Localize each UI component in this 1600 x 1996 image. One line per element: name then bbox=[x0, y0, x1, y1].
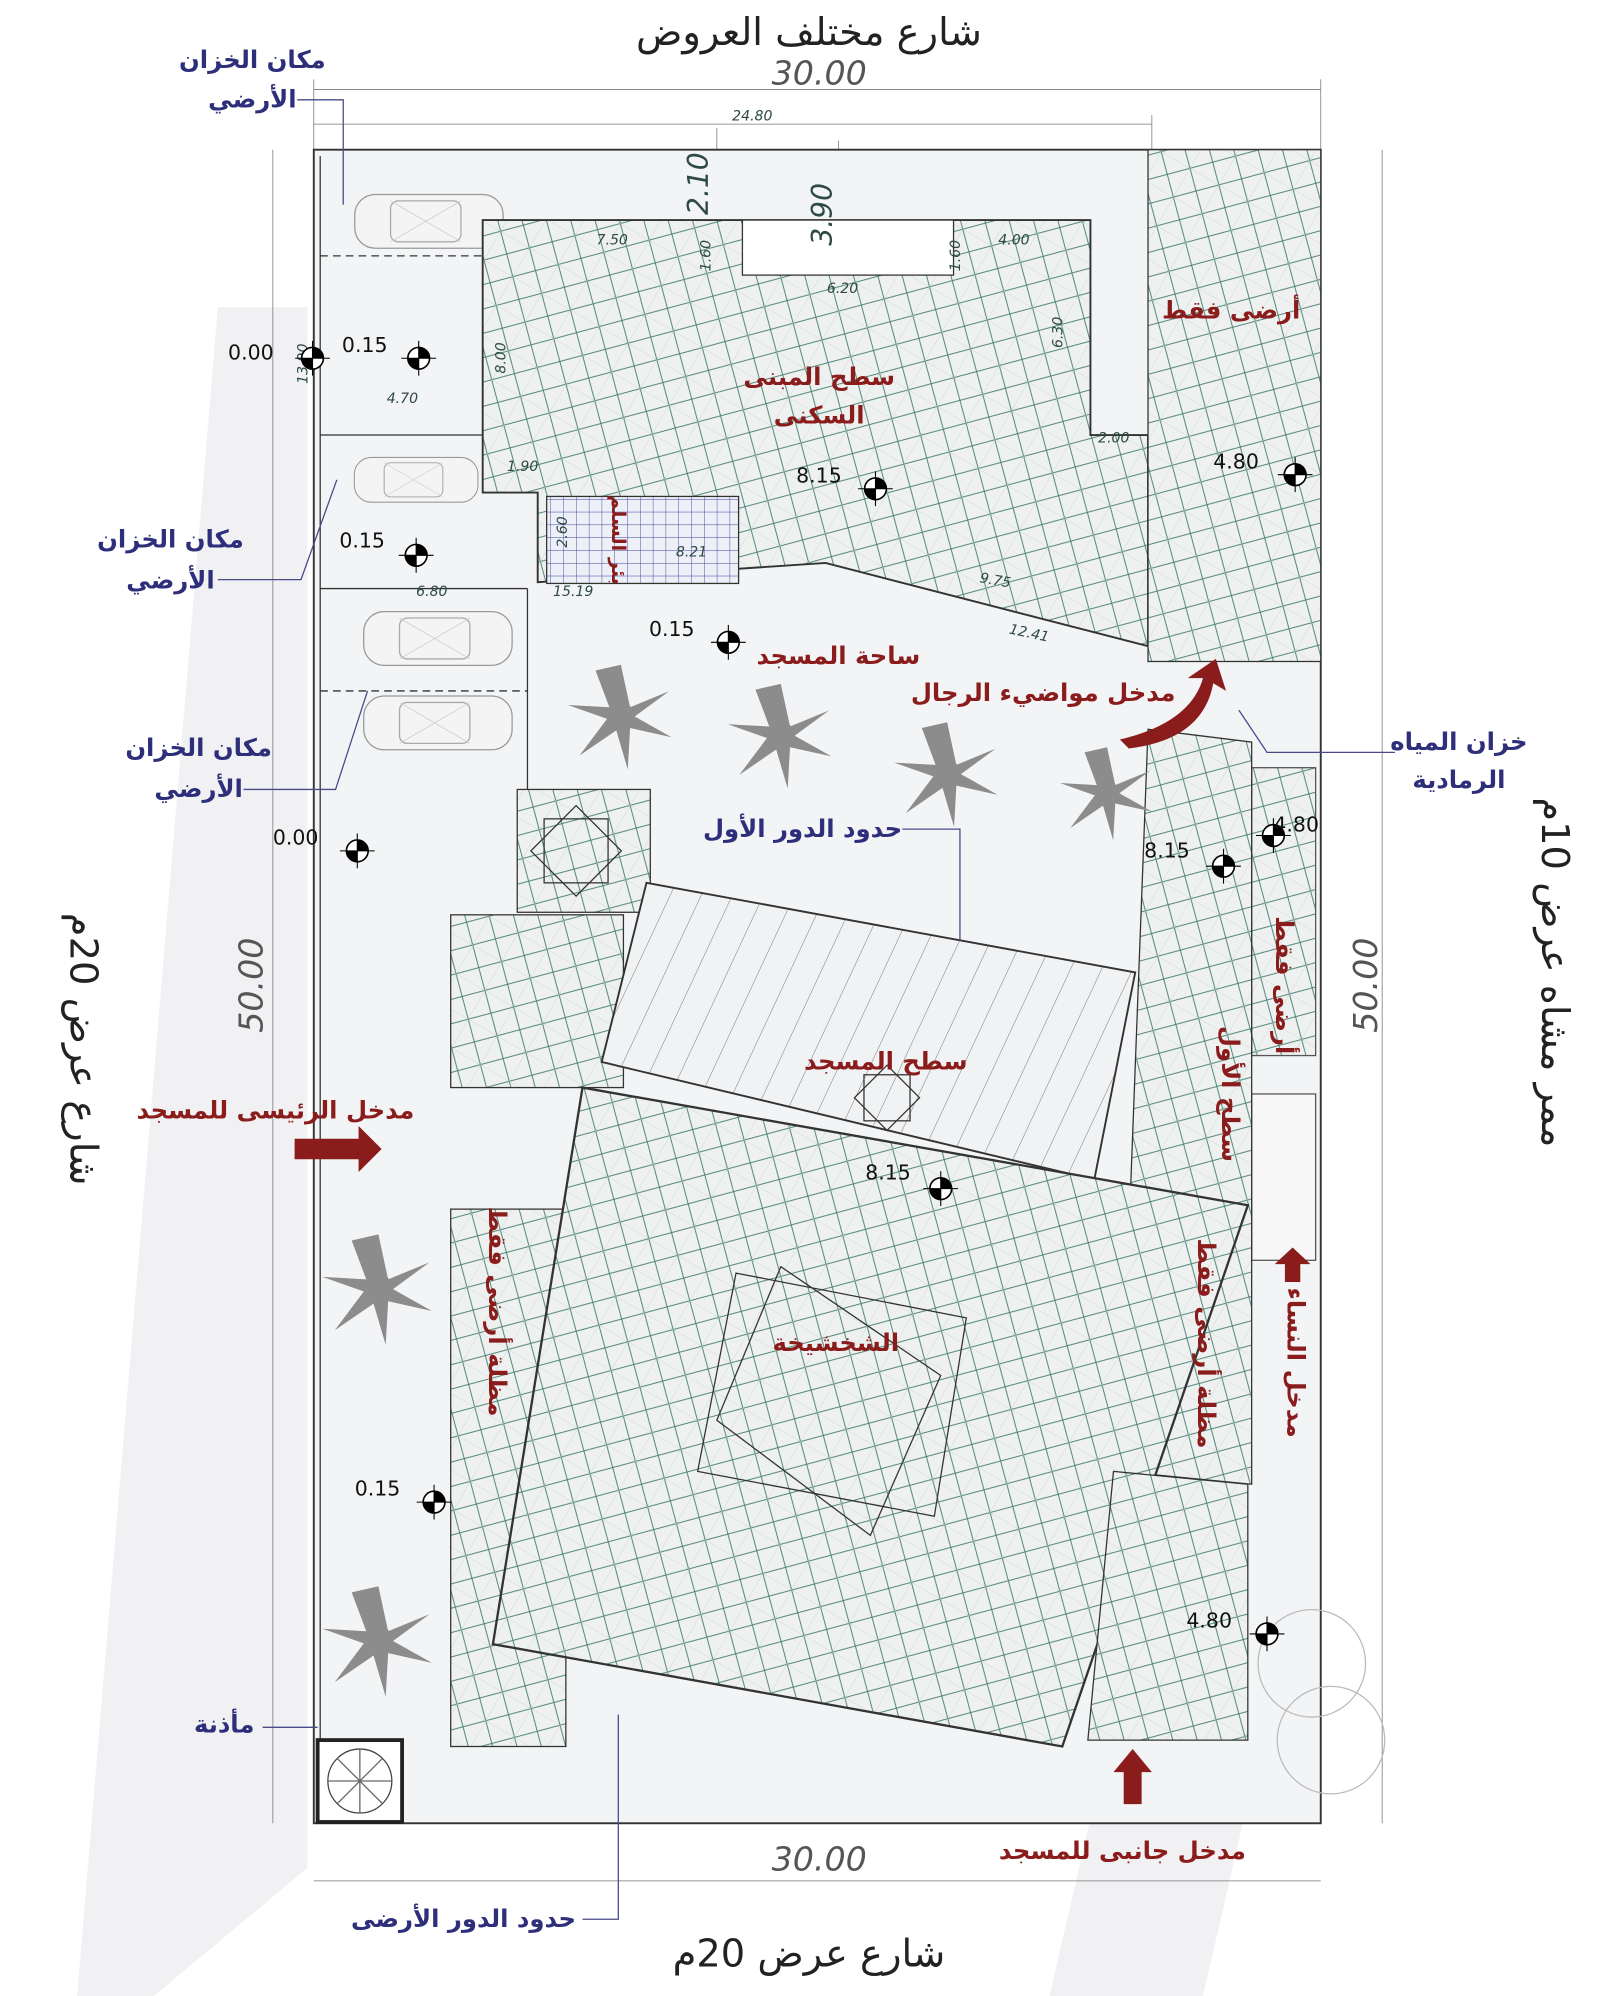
street-right-label: ممر مشاه عرض 10م bbox=[1532, 797, 1577, 1147]
ground-only-strip-right bbox=[1251, 767, 1317, 1057]
side-entrance-label: مدخل جانبى للمسجد bbox=[999, 1836, 1246, 1865]
courtyard-void bbox=[741, 219, 955, 276]
residential-roof-label: السكنى bbox=[774, 401, 865, 430]
level-markers: 0.00 0.15 0.15 8.15 4.80 0.15 0.00 8.15 … bbox=[228, 333, 1319, 1653]
dim-label: 24.80 bbox=[732, 108, 772, 124]
dim-bottom: 30.00 bbox=[772, 1840, 867, 1879]
parking-area bbox=[319, 156, 529, 1817]
tank-label: مكان الخزان bbox=[97, 525, 244, 554]
dim-label: 1.90 bbox=[507, 459, 538, 475]
minaret bbox=[315, 1738, 404, 1824]
dim-top: 30.00 bbox=[772, 53, 867, 92]
dim-label: 6.20 bbox=[827, 281, 858, 297]
street-bottom-label: شارع عرض 20م bbox=[673, 1932, 946, 1977]
dim-label: 6.80 bbox=[416, 584, 447, 600]
dim-label: 15.19 bbox=[553, 584, 593, 600]
dim-right: 50.00 bbox=[1346, 938, 1385, 1033]
dim-label: 8.21 bbox=[676, 545, 707, 561]
main-entrance-label: مدخل الرئيسى للمسجد bbox=[137, 1095, 415, 1124]
men-ablution-entrance-label: مدخل مواضيء الرجال bbox=[911, 678, 1176, 707]
level-label: 0.00 bbox=[228, 341, 274, 365]
level-label: 4.80 bbox=[1213, 449, 1259, 473]
dim-label: 1.60 bbox=[698, 240, 714, 271]
dim-label: 2.10 bbox=[682, 152, 715, 215]
car-icon bbox=[363, 610, 513, 666]
tank-label: مكان الخزان bbox=[179, 45, 326, 74]
ground-only-right-label: أرضى فقط bbox=[1270, 916, 1300, 1054]
entrance-arrows bbox=[294, 658, 1311, 1805]
car-icon bbox=[353, 456, 479, 503]
mosque-roof-label: سطح المسجد bbox=[804, 1047, 968, 1076]
women-entrance-arrow-icon bbox=[1274, 1247, 1311, 1283]
annotation-labels-red: سطح المبنى السكنى أرضى فقط بئر السلم ساح… bbox=[137, 295, 1311, 1866]
stairwell bbox=[546, 495, 740, 585]
dim-label: 2.60 bbox=[555, 516, 571, 547]
car-icon bbox=[354, 193, 504, 249]
first-roof-label: سطح الأول bbox=[1216, 1026, 1246, 1162]
dim-label: 1.60 bbox=[948, 240, 964, 271]
level-label: 0.15 bbox=[342, 333, 388, 357]
tank-label: الأرضي bbox=[208, 83, 296, 113]
side-entrance-arrow-icon bbox=[1113, 1749, 1152, 1805]
dim-label: 6.30 bbox=[1050, 317, 1066, 348]
dim-label: 4.00 bbox=[998, 232, 1029, 248]
canopy-right bbox=[1087, 1470, 1249, 1741]
mosque-yard-label: ساحة المسجد bbox=[757, 641, 921, 670]
dim-label: 9.75 bbox=[978, 570, 1012, 591]
level-label: 4.80 bbox=[1186, 1609, 1232, 1633]
dim-label: 3.90 bbox=[806, 183, 839, 246]
minaret-label: مأذنة bbox=[194, 1708, 255, 1738]
lantern-skylight bbox=[696, 1265, 968, 1537]
entry-tower bbox=[516, 788, 651, 913]
grey-water-tank-label: الرمادية bbox=[1412, 765, 1505, 794]
tank-label: مكان الخزان bbox=[125, 733, 272, 762]
leader-lines bbox=[217, 99, 1395, 1920]
ground-floor-limit-label: حدود الدور الأرضى bbox=[351, 1903, 576, 1933]
level-label: 0.15 bbox=[649, 617, 695, 641]
dim-left: 50.00 bbox=[232, 938, 271, 1033]
small-dimensions: 24.80 2.10 3.90 7.50 1.60 1.60 4.00 6.20… bbox=[295, 108, 1129, 645]
level-label: 8.15 bbox=[796, 463, 842, 487]
ground-only-strip-top bbox=[1147, 149, 1322, 663]
dim-label: 8.00 bbox=[494, 342, 510, 373]
annotation-labels-blue: مكان الخزان الأرضي مكان الخزان الأرضي مك… bbox=[97, 45, 1527, 1933]
dim-label: 4.70 bbox=[387, 391, 418, 407]
street-left-label: شارع عرض 20م bbox=[61, 913, 106, 1186]
level-label: 0.15 bbox=[339, 529, 385, 553]
spiral-stair bbox=[1257, 1608, 1386, 1795]
women-entrance-corridor bbox=[1251, 1093, 1317, 1261]
tank-label: الأرضي bbox=[126, 565, 214, 595]
level-label: 8.15 bbox=[1144, 838, 1190, 862]
car-icon bbox=[363, 695, 513, 751]
dim-label: 7.50 bbox=[597, 232, 628, 248]
residential-roof-label: سطح المبنى bbox=[743, 362, 895, 391]
prayer-hall-roof bbox=[491, 1086, 1250, 1748]
women-entrance-label: مدخل النساء bbox=[1281, 1287, 1310, 1437]
star-ornament bbox=[529, 804, 921, 1132]
dim-label: 2.00 bbox=[1098, 431, 1129, 447]
ground-only-label: أرضى فقط bbox=[1162, 295, 1300, 325]
level-label: 8.15 bbox=[865, 1161, 911, 1185]
grey-water-tank-label: خزان المياه bbox=[1390, 727, 1527, 756]
lantern-label: الشخشيخة bbox=[773, 1328, 900, 1357]
tank-label: الأرضي bbox=[154, 773, 242, 803]
men-ablution-arrow-icon bbox=[1119, 658, 1227, 749]
level-label: 0.00 bbox=[273, 825, 319, 849]
stairwell-label: بئر السلم bbox=[607, 495, 630, 585]
canopy-left-label: مظلة أرضى فقط bbox=[483, 1206, 513, 1416]
level-label: 4.80 bbox=[1273, 813, 1319, 837]
level-label: 0.15 bbox=[355, 1477, 401, 1501]
portico bbox=[450, 914, 625, 1089]
canopy-right-label: مظلة أرضى فقط bbox=[1192, 1238, 1222, 1448]
first-floor-limit-label: حدود الدور الأول bbox=[703, 813, 902, 843]
main-entrance-arrow-icon bbox=[294, 1125, 382, 1173]
street-top-label: شارع مختلف العروض bbox=[636, 10, 982, 55]
